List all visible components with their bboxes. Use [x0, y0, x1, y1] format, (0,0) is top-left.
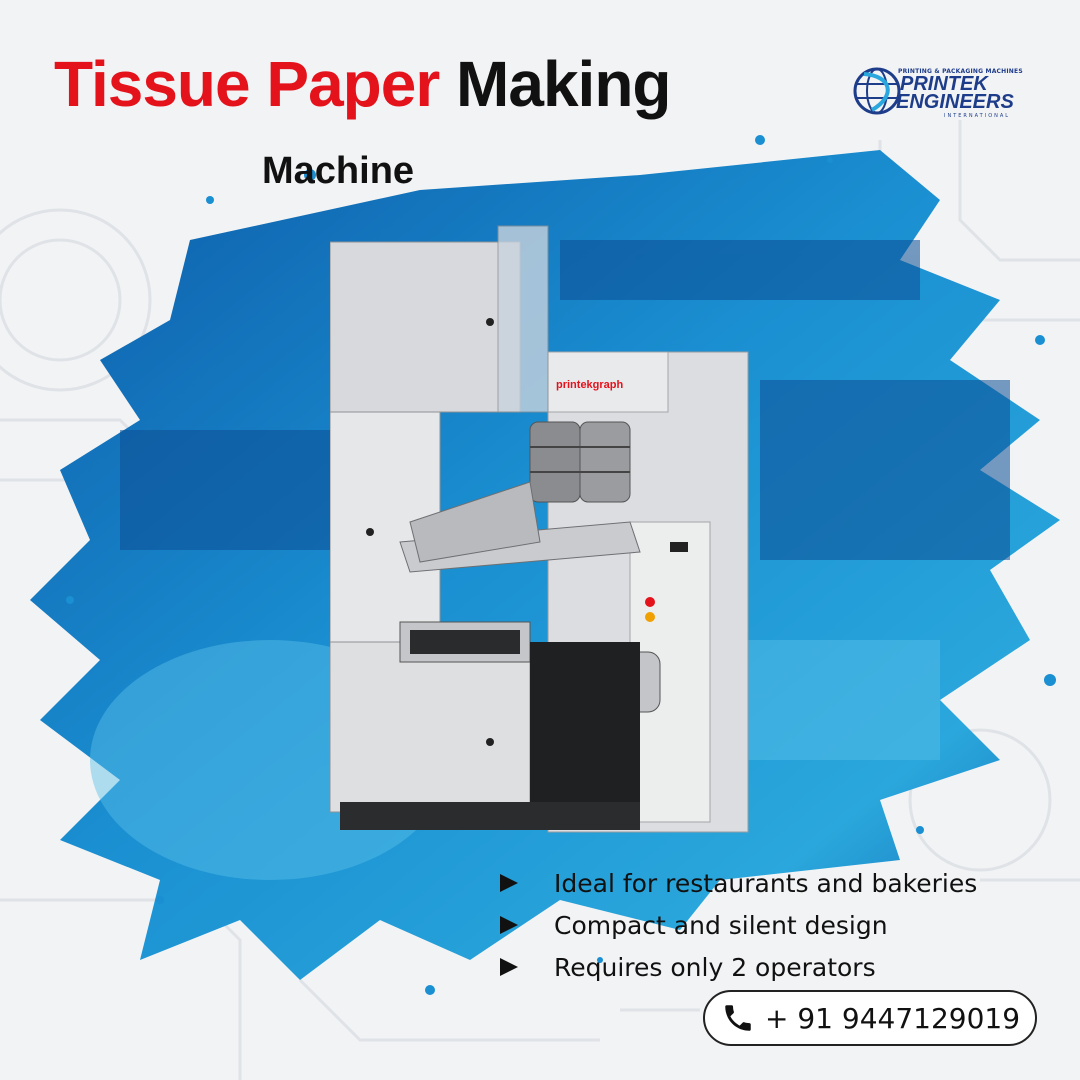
bullet-arrow-icon	[500, 916, 518, 934]
logo-tagline: PRINTING & PACKAGING MACHINES	[898, 68, 1023, 75]
feature-item: Requires only 2 operators	[500, 946, 977, 988]
logo-name-line1: PRINTEK	[900, 73, 988, 95]
feature-text: Ideal for restaurants and bakeries	[554, 868, 978, 898]
machine-brand-label: printekgraph	[556, 379, 624, 391]
logo-sub: INTERNATIONAL	[944, 113, 1011, 119]
feature-list: Ideal for restaurants and bakeries Compa…	[500, 862, 977, 988]
bullet-arrow-icon	[500, 874, 518, 892]
page-title: Tissue Paper Making	[54, 52, 672, 116]
company-logo: PRINTING & PACKAGING MACHINES PRINTEK EN…	[852, 60, 1042, 120]
page-subtitle: Machine	[262, 150, 415, 192]
feature-text: Requires only 2 operators	[554, 952, 876, 982]
phone-contact[interactable]: + 91 9447129019	[703, 990, 1037, 1046]
title-highlight: Tissue Paper	[54, 48, 440, 120]
logo-name-line2: ENGINEERS	[896, 91, 1014, 113]
bullet-arrow-icon	[500, 958, 518, 976]
phone-icon	[725, 1005, 751, 1031]
feature-item: Compact and silent design	[500, 904, 977, 946]
feature-text: Compact and silent design	[554, 910, 888, 940]
title-rest: Making	[456, 48, 671, 120]
feature-item: Ideal for restaurants and bakeries	[500, 862, 977, 904]
tissue-machine-image: printekgraph	[330, 225, 749, 833]
phone-number: + 91 9447129019	[765, 1001, 1021, 1035]
globe-logo-icon	[853, 67, 901, 115]
